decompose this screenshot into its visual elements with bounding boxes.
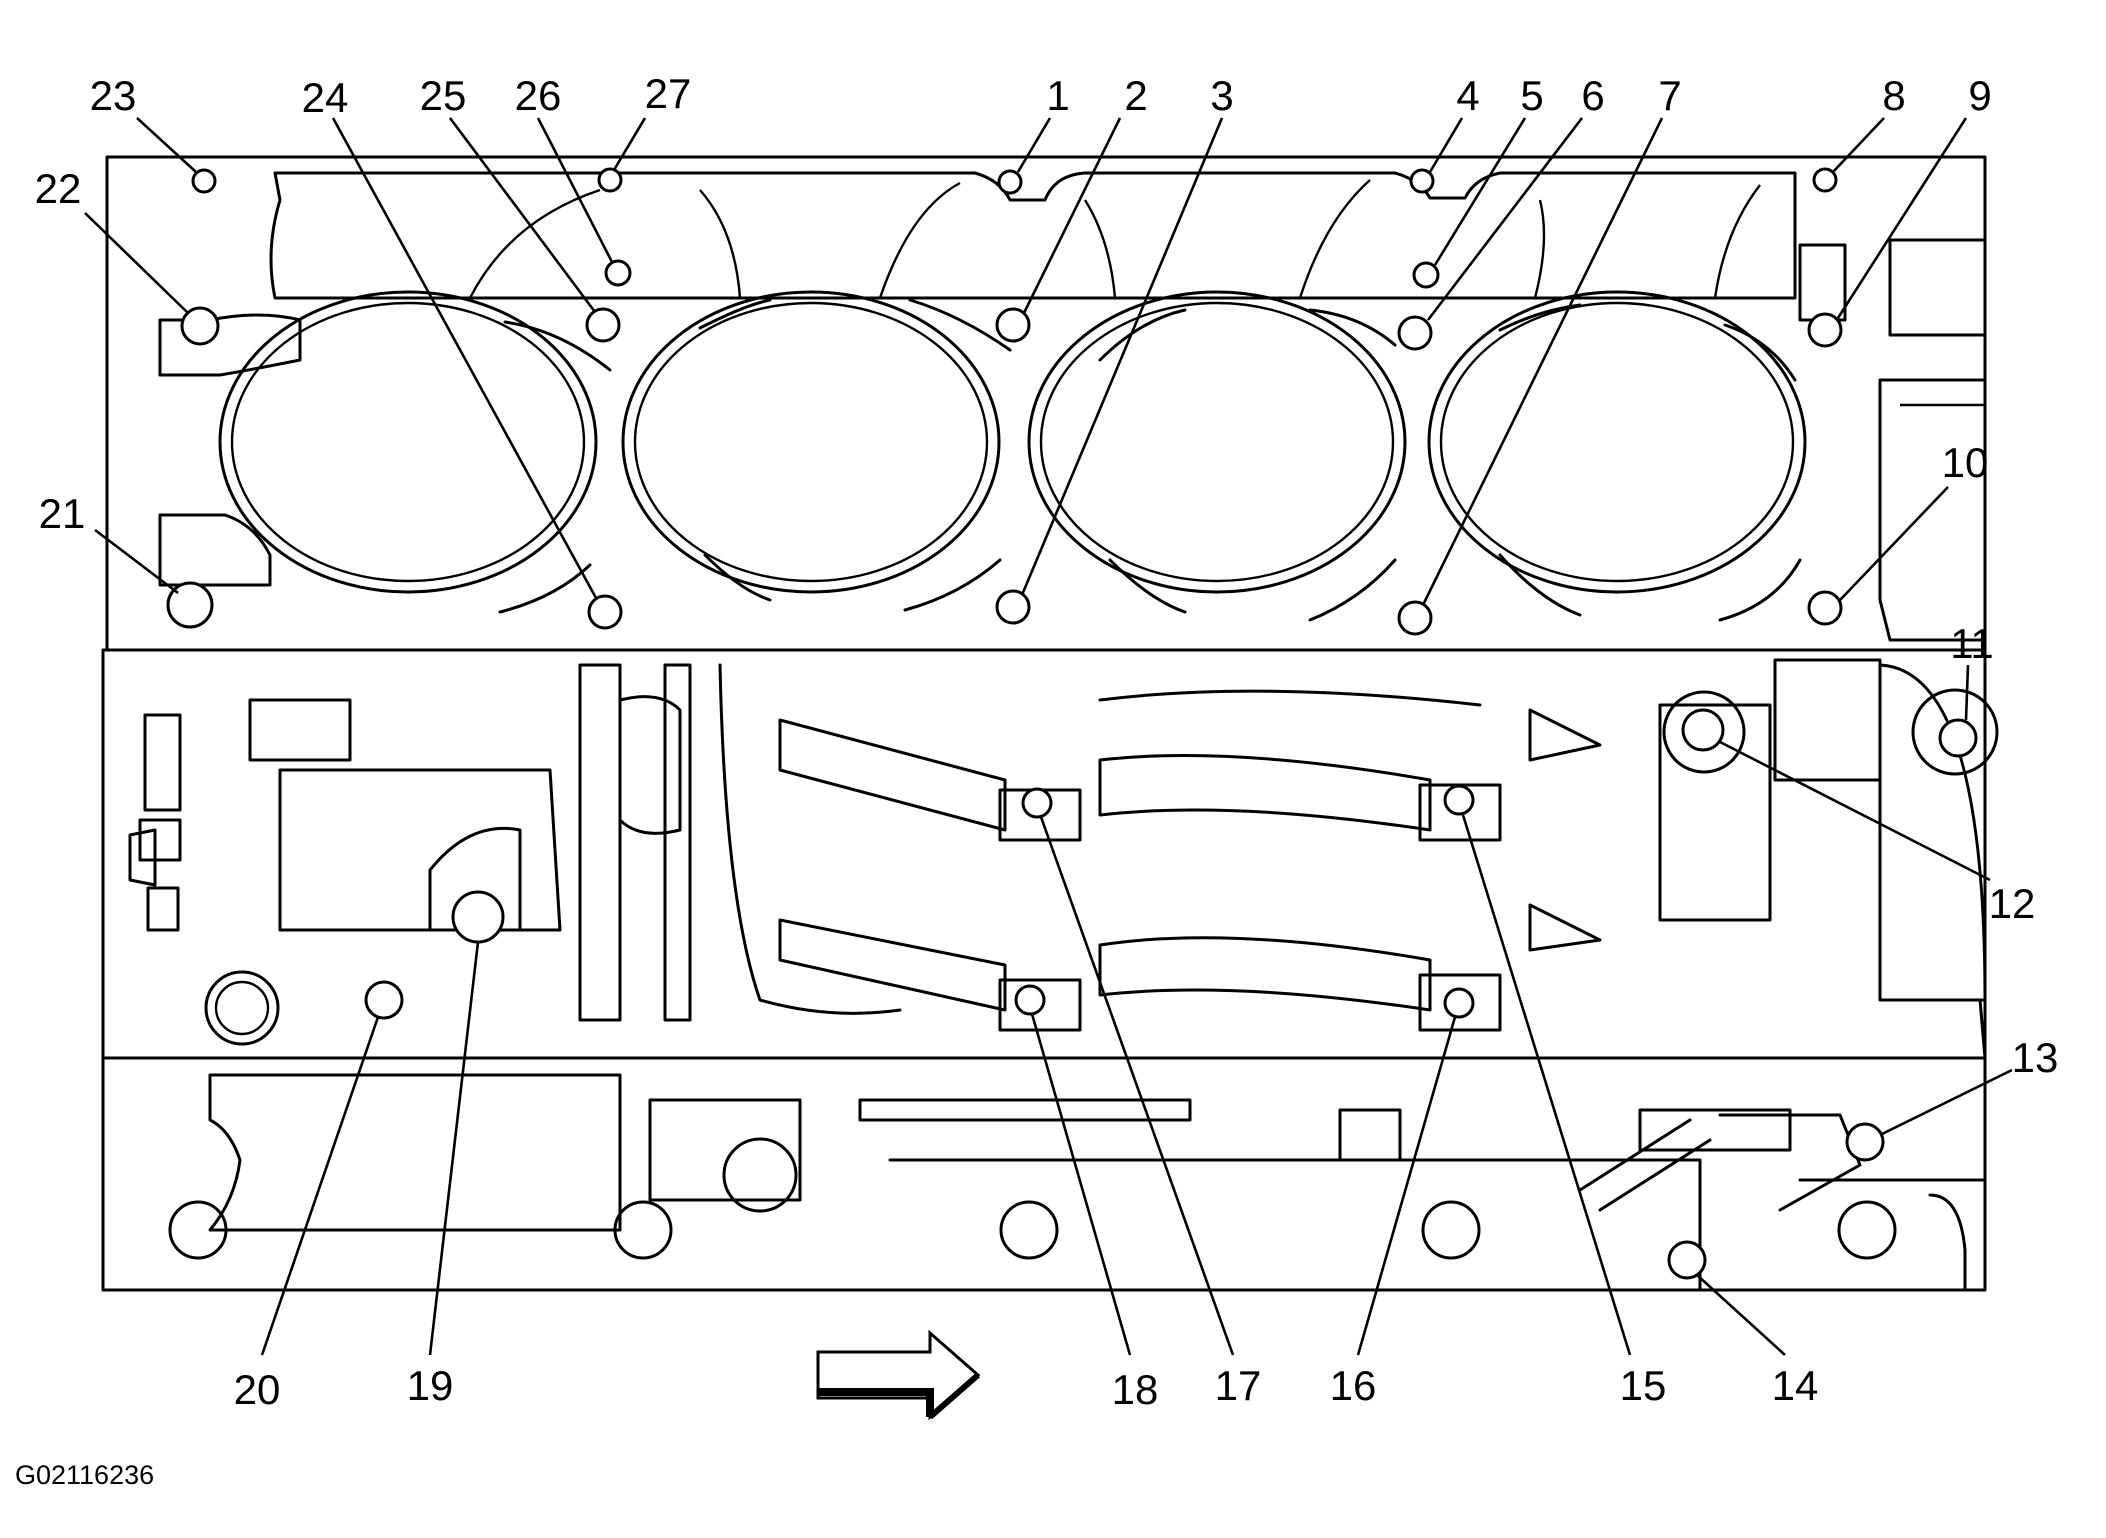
bolt-hole-14 bbox=[1667, 1240, 1707, 1280]
bolt-hole-6 bbox=[1397, 315, 1433, 351]
bolt-hole-1 bbox=[997, 169, 1023, 195]
callout-20: 20 bbox=[234, 1366, 281, 1413]
callout-27: 27 bbox=[645, 70, 692, 117]
callout-23: 23 bbox=[90, 72, 137, 119]
bolt-hole-22 bbox=[180, 306, 220, 346]
callout-22: 22 bbox=[35, 165, 82, 212]
bolt-hole-13 bbox=[1845, 1122, 1885, 1162]
leader-4 bbox=[1428, 117, 1464, 173]
leader-6 bbox=[1426, 117, 1584, 321]
bolt-hole-21 bbox=[166, 581, 214, 629]
bolt-hole-7 bbox=[1397, 600, 1433, 636]
leader-22 bbox=[84, 212, 189, 314]
bolt-hole-19 bbox=[451, 890, 505, 944]
callout-16: 16 bbox=[1330, 1362, 1377, 1409]
bolt-hole-16 bbox=[1443, 987, 1475, 1019]
callout-15: 15 bbox=[1620, 1362, 1667, 1409]
callout-13: 13 bbox=[2012, 1034, 2059, 1081]
callout-6: 6 bbox=[1581, 72, 1604, 119]
leader-15 bbox=[1461, 814, 1632, 1356]
leader-16 bbox=[1356, 1016, 1457, 1356]
callout-9: 9 bbox=[1968, 72, 1991, 119]
callout-1: 1 bbox=[1046, 72, 1069, 119]
bolt-hole-17 bbox=[1021, 787, 1053, 819]
bolt-hole-4 bbox=[1409, 168, 1435, 194]
leader-25 bbox=[448, 117, 597, 313]
leader-19 bbox=[428, 941, 480, 1356]
leader-17 bbox=[1039, 816, 1235, 1356]
bolt-hole-11 bbox=[1938, 718, 1978, 758]
leader-26 bbox=[536, 117, 614, 263]
callout-19: 19 bbox=[407, 1362, 454, 1409]
leader-5 bbox=[1433, 117, 1527, 266]
callout-17: 17 bbox=[1215, 1362, 1262, 1409]
direction-arrow-icon bbox=[816, 1329, 981, 1421]
bolt-hole-25 bbox=[585, 307, 621, 343]
leader-7 bbox=[1421, 117, 1664, 606]
callout-11: 11 bbox=[1950, 620, 1994, 667]
callout-26: 26 bbox=[515, 72, 562, 119]
leader-23 bbox=[136, 117, 197, 173]
callout-10: 10 bbox=[1942, 439, 1989, 486]
callout-labels: 1 2 3 4 5 6 7 8 9 10 11 12 13 14 15 16 1… bbox=[35, 70, 2059, 1413]
leader-27 bbox=[612, 117, 647, 171]
callout-5: 5 bbox=[1520, 72, 1543, 119]
callout-12: 12 bbox=[1989, 880, 2036, 927]
bolt-hole-26 bbox=[604, 259, 632, 287]
callout-8: 8 bbox=[1882, 72, 1905, 119]
cylinder-bores bbox=[218, 290, 1807, 594]
leader-24 bbox=[331, 117, 598, 599]
callout-7: 7 bbox=[1658, 72, 1681, 119]
callout-24: 24 bbox=[302, 74, 349, 121]
leader-11 bbox=[1964, 664, 1970, 721]
leader-3 bbox=[1020, 117, 1224, 596]
leader-20 bbox=[260, 1016, 380, 1356]
leader-8 bbox=[1832, 117, 1885, 173]
bolt-hole-2 bbox=[995, 307, 1031, 343]
figure-id: G02116236 bbox=[15, 1460, 154, 1490]
callout-21: 21 bbox=[39, 490, 86, 537]
leader-2 bbox=[1022, 117, 1122, 314]
bolt-hole-24 bbox=[587, 594, 623, 630]
callout-14: 14 bbox=[1772, 1362, 1819, 1409]
callout-25: 25 bbox=[420, 72, 467, 119]
leader-18 bbox=[1030, 1013, 1132, 1356]
bolt-hole-3 bbox=[995, 589, 1031, 625]
leader-lines bbox=[84, 117, 2013, 1356]
bolt-holes bbox=[166, 167, 1978, 1280]
bolt-hole-18 bbox=[1014, 984, 1046, 1016]
leader-12 bbox=[1719, 740, 1991, 882]
bolt-hole-5 bbox=[1412, 261, 1440, 289]
bolt-hole-27 bbox=[597, 167, 623, 193]
leader-21 bbox=[94, 528, 179, 595]
leader-14 bbox=[1696, 1274, 1786, 1356]
leader-10 bbox=[1839, 486, 1949, 601]
bolt-hole-10 bbox=[1807, 590, 1843, 626]
bolt-hole-15 bbox=[1443, 784, 1475, 816]
leader-9 bbox=[1836, 117, 1968, 319]
bolt-hole-23 bbox=[191, 168, 217, 194]
leader-13 bbox=[1879, 1068, 2013, 1137]
callout-3: 3 bbox=[1210, 72, 1233, 119]
callout-2: 2 bbox=[1124, 72, 1147, 119]
bolt-hole-12 bbox=[1681, 708, 1725, 752]
bolt-hole-8 bbox=[1812, 167, 1838, 193]
leader-1 bbox=[1016, 117, 1052, 173]
bolt-hole-9 bbox=[1807, 312, 1843, 348]
bolt-hole-20 bbox=[364, 980, 404, 1020]
callout-4: 4 bbox=[1456, 72, 1479, 119]
cylinder-head-deck bbox=[105, 155, 1987, 652]
callout-18: 18 bbox=[1112, 1366, 1159, 1413]
